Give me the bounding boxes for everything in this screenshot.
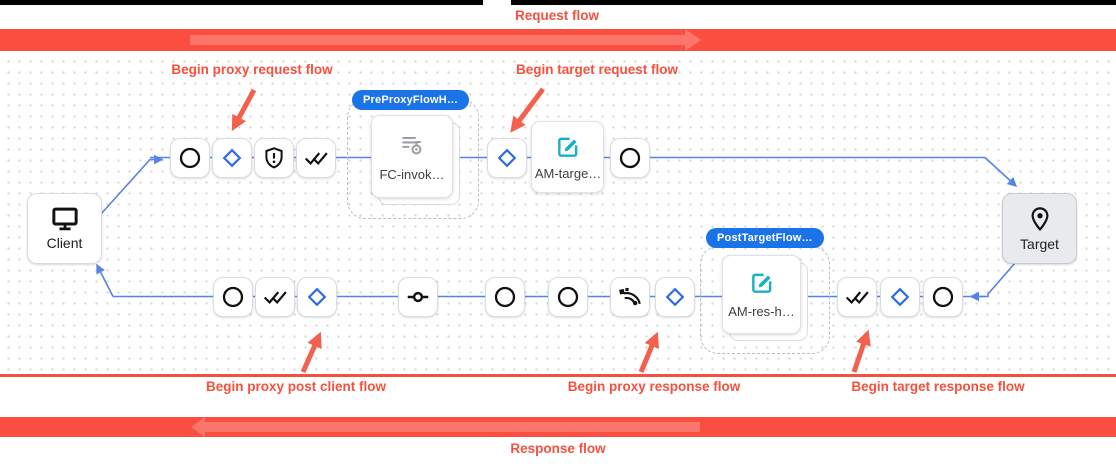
response-step-circle[interactable] (213, 277, 253, 317)
flow-callout-policy-card[interactable]: FC-invok… (371, 115, 453, 198)
request-flow-label: Request flow (514, 8, 600, 23)
response-step-begin-target-response[interactable] (880, 277, 920, 317)
place-pin-icon (1031, 207, 1048, 232)
client-label: Client (46, 235, 83, 251)
diamond-step-icon (222, 148, 242, 168)
target-endpoint[interactable]: Target (1002, 193, 1077, 264)
request-step-circle[interactable] (170, 138, 210, 178)
request-step-begin-target-request[interactable] (487, 138, 527, 178)
assign-message-response-policy-label: AM-res-h… (728, 304, 795, 319)
request-step-shield-policy[interactable] (254, 138, 294, 178)
circle-step-icon (494, 286, 516, 308)
double-check-icon (845, 291, 869, 305)
target-label: Target (1020, 236, 1059, 252)
annotation-begin-target-request: Begin target request flow (515, 62, 679, 77)
post-target-flowhook-badge[interactable]: PostTargetFlow… (706, 228, 824, 248)
diamond-step-icon (665, 287, 685, 307)
double-check-icon (304, 152, 328, 166)
double-check-icon (263, 291, 287, 305)
annotation-begin-proxy-response: Begin proxy response flow (567, 379, 741, 394)
edit-icon (557, 137, 577, 157)
client-endpoint[interactable]: Client (27, 193, 102, 264)
response-step-circle-2[interactable] (485, 277, 525, 317)
flow-callout-policy-label: FC-invok… (379, 167, 445, 182)
flow-callout-icon (402, 136, 422, 155)
response-step-signal-policy[interactable] (610, 277, 650, 317)
shield-icon (265, 147, 283, 169)
window-top-edge-right (511, 0, 1116, 5)
annotation-begin-target-response: Begin target response flow (851, 379, 1025, 394)
circle-step-icon (179, 147, 201, 169)
response-step-begin-proxy-post-client[interactable] (297, 277, 337, 317)
window-top-edge-left (0, 0, 483, 5)
diamond-step-icon (890, 287, 910, 307)
request-step-double-check-policy[interactable] (296, 138, 336, 178)
diamond-step-icon (497, 148, 517, 168)
edit-icon (751, 273, 771, 293)
pre-proxy-flowhook-badge[interactable]: PreProxyFlowH… (352, 90, 470, 110)
request-step-circle-2[interactable] (610, 138, 650, 178)
request-step-begin-proxy-request[interactable] (212, 138, 252, 178)
circle-step-icon (932, 286, 954, 308)
response-divider-line (0, 374, 1116, 377)
response-step-inline-connector[interactable] (398, 277, 438, 317)
monitor-icon (51, 207, 78, 231)
response-step-double-check[interactable] (255, 277, 295, 317)
assign-message-response-policy-card[interactable]: AM-res-h… (722, 255, 801, 334)
diamond-step-icon (307, 287, 327, 307)
diagram-canvas[interactable] (0, 52, 1116, 374)
request-flow-band (0, 29, 1116, 51)
assign-message-target-policy-label: AM-targe… (534, 165, 601, 181)
inline-connector-icon (407, 291, 429, 303)
circle-step-icon (222, 286, 244, 308)
circle-step-icon (557, 286, 579, 308)
response-flow-band (0, 417, 1116, 437)
response-step-double-check-2[interactable] (837, 277, 877, 317)
response-step-circle-3[interactable] (548, 277, 588, 317)
response-flow-label: Response flow (510, 441, 606, 456)
assign-message-target-policy-card[interactable]: AM-targe… (531, 121, 604, 193)
annotation-begin-proxy-request: Begin proxy request flow (171, 62, 333, 77)
annotation-begin-proxy-post-client: Begin proxy post client flow (205, 379, 387, 394)
signal-waves-icon (619, 287, 641, 306)
response-step-begin-proxy-response[interactable] (655, 277, 695, 317)
request-flow-arrow-icon (190, 29, 701, 51)
circle-step-icon (619, 147, 641, 169)
response-flow-arrow-icon (191, 417, 700, 437)
response-step-circle-4[interactable] (923, 277, 963, 317)
